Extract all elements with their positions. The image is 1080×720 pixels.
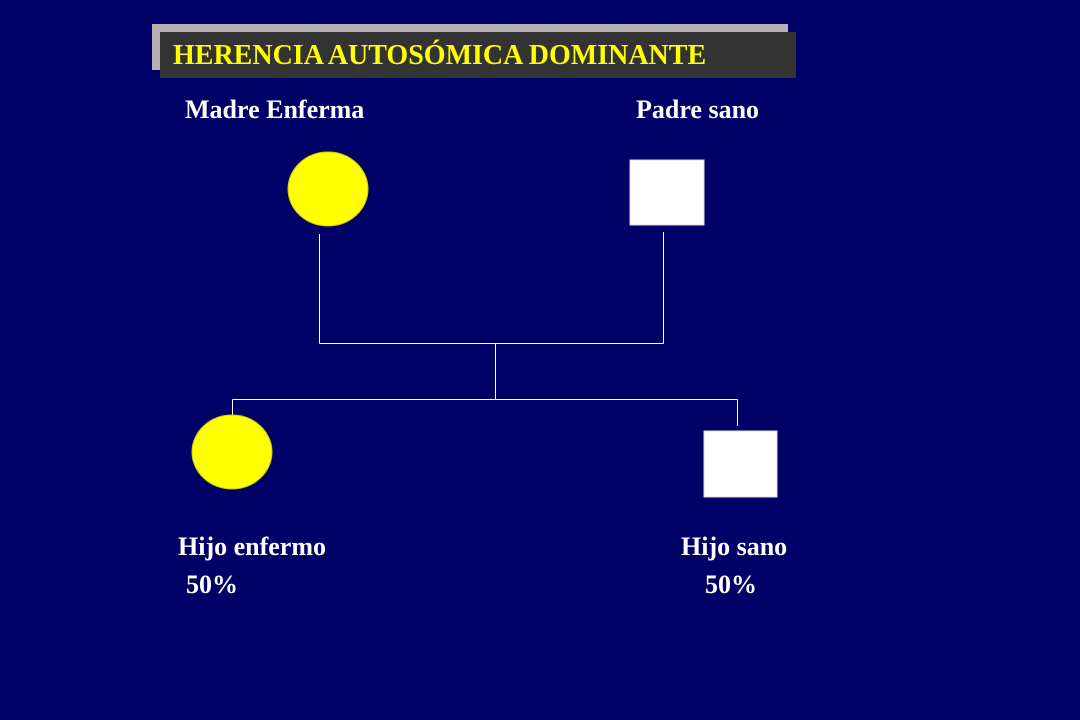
mother-label: Madre Enferma [185,95,365,124]
child2-label: Hijo sano [681,532,788,561]
child1-label: Hijo enfermo [178,532,327,561]
father-label: Padre sano [636,95,760,124]
mother-affected-circle [287,151,369,227]
pedigree-lines [232,232,738,426]
slide-title: HERENCIA AUTOSÓMICA DOMINANTE [160,32,796,78]
child1-affected-circle [191,414,273,490]
father-unaffected-square [629,159,705,226]
child2-percent: 50% [705,570,757,599]
child2-unaffected-square [703,430,778,498]
child1-percent: 50% [186,570,238,599]
